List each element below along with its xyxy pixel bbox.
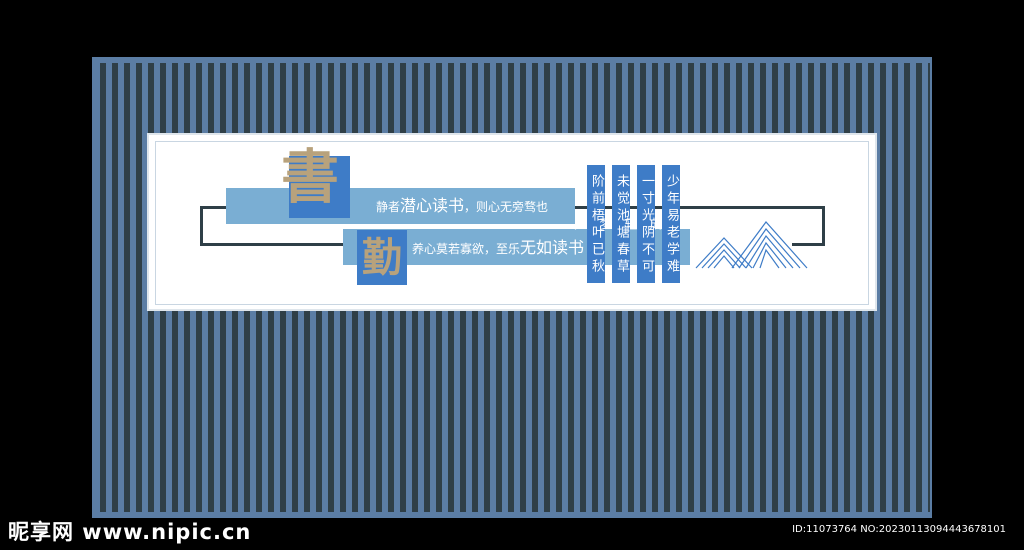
poem-column-2: 未觉池塘春草梦 bbox=[597, 165, 630, 283]
wall-bottom-edge bbox=[92, 512, 932, 518]
quote-line-1-emphasis: 潜心读书 bbox=[400, 196, 465, 215]
watermark-logo: 昵享网 www.nipic.cn bbox=[8, 520, 252, 544]
poem-column-3: 一寸光阴不可轻 bbox=[622, 165, 655, 283]
quote-line-1: 静者潜心读书，则心无旁骛也 bbox=[376, 198, 548, 214]
right-bracket-top-line bbox=[574, 206, 824, 209]
right-bracket-bottom-line bbox=[792, 243, 825, 246]
wall-top-edge bbox=[92, 57, 932, 63]
quote-line-2-emphasis: 无如读书 bbox=[520, 238, 585, 257]
quote-band-1 bbox=[226, 188, 575, 224]
quote-line-2-prefix: 养心莫若寡欲，至乐 bbox=[412, 242, 521, 256]
watermark-id: ID:11073764 NO:20230113094443678101 bbox=[792, 524, 1006, 535]
poem-column-1: 阶前梧叶已秋声 bbox=[572, 165, 605, 283]
left-bracket-bottom-line bbox=[200, 243, 345, 246]
shu-calligraphy: 書 bbox=[281, 143, 340, 211]
mountain-icon bbox=[695, 221, 808, 269]
qin-character-box bbox=[357, 230, 407, 285]
quote-line-2: 养心莫若寡欲，至乐无如读书 bbox=[412, 240, 584, 256]
poem-column-4: 少年易老学难成 bbox=[647, 165, 680, 283]
left-bracket-line bbox=[200, 206, 228, 246]
panel-inner-border bbox=[155, 141, 869, 305]
quote-line-1-prefix: 静者 bbox=[376, 200, 401, 214]
shu-character-box bbox=[289, 156, 350, 218]
quote-line-1-suffix: ，则心无旁骛也 bbox=[464, 200, 549, 214]
right-bracket-line bbox=[822, 206, 825, 246]
qin-calligraphy: 勤 bbox=[362, 234, 402, 281]
